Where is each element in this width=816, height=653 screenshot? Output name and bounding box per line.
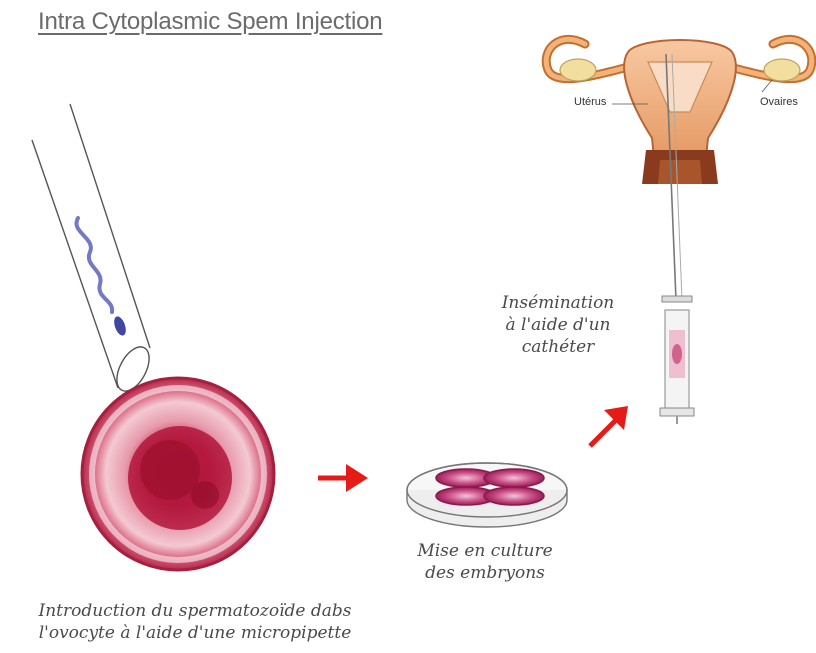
- arrow-to-culture: [318, 464, 368, 492]
- oocyte: [82, 378, 274, 570]
- ovary-right: [764, 59, 800, 81]
- micropipette: [32, 104, 156, 396]
- spermatozoon: [76, 218, 128, 337]
- ovary-left: [560, 59, 596, 81]
- ovaries-label: Ovaires: [760, 96, 798, 108]
- arrow-to-insemination: [590, 406, 628, 446]
- uterus: [546, 39, 812, 184]
- embryo: [484, 469, 544, 487]
- introduction-caption: Introduction du spermatozoïde dabs l'ovo…: [10, 600, 380, 644]
- uterus-label: Utérus: [574, 96, 606, 108]
- ovary-leader-line: [762, 80, 772, 92]
- culture-caption: Mise en culture des embryons: [400, 540, 570, 584]
- embryo: [484, 487, 544, 505]
- insemination-caption: Insémination à l'aide d'un cathéter: [478, 292, 638, 358]
- petri-dish: [407, 463, 567, 527]
